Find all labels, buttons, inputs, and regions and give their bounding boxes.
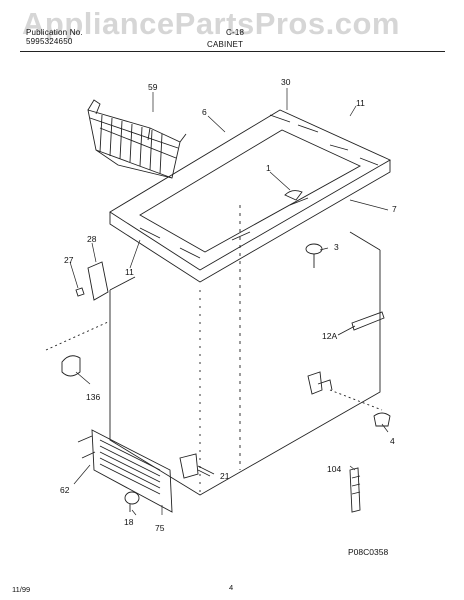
callout-12a: 12A bbox=[322, 331, 338, 341]
drain-tube bbox=[307, 371, 391, 427]
publication-number: 5995324650 bbox=[26, 37, 73, 46]
plug-part-136 bbox=[45, 321, 109, 377]
header-rule bbox=[20, 51, 445, 52]
callout-11-top: 11 bbox=[356, 98, 365, 108]
footer-date: 11/99 bbox=[12, 585, 31, 594]
callout-62: 62 bbox=[60, 485, 70, 495]
grille-part-75 bbox=[77, 429, 173, 513]
callout-27: 27 bbox=[64, 255, 74, 265]
lid-frame bbox=[109, 109, 391, 283]
component-part-21 bbox=[179, 453, 215, 479]
callout-21: 21 bbox=[220, 471, 230, 481]
page-number: 4 bbox=[229, 583, 234, 592]
section-title: CABINET bbox=[207, 40, 244, 49]
drawing-code: P08C0358 bbox=[348, 547, 389, 557]
callout-18: 18 bbox=[124, 517, 134, 527]
publication-label: Publication No. bbox=[26, 28, 83, 37]
callout-104: 104 bbox=[327, 464, 342, 474]
callout-136: 136 bbox=[86, 392, 101, 402]
callout-7: 7 bbox=[392, 204, 397, 214]
label-part-12a bbox=[337, 311, 385, 336]
knob-part-3 bbox=[305, 243, 323, 268]
cabinet-body bbox=[109, 205, 381, 496]
bar-part-104 bbox=[349, 467, 361, 513]
callout-3: 3 bbox=[334, 242, 339, 252]
callout-4: 4 bbox=[390, 436, 395, 446]
model-number: C-18 bbox=[226, 28, 245, 37]
callout-59: 59 bbox=[148, 82, 158, 92]
callout-1: 1 bbox=[266, 163, 271, 173]
callout-30: 30 bbox=[281, 77, 291, 87]
callout-6: 6 bbox=[202, 107, 207, 117]
watermark-text: AppliancePartsPros.com bbox=[22, 6, 400, 41]
callout-11-side: 11 bbox=[125, 267, 134, 277]
callout-leaders bbox=[69, 88, 389, 516]
callout-75: 75 bbox=[155, 523, 165, 533]
basket-part-59 bbox=[87, 99, 187, 179]
hinge-bracket bbox=[75, 261, 109, 301]
knob-part-18 bbox=[124, 491, 140, 512]
callout-28: 28 bbox=[87, 234, 97, 244]
